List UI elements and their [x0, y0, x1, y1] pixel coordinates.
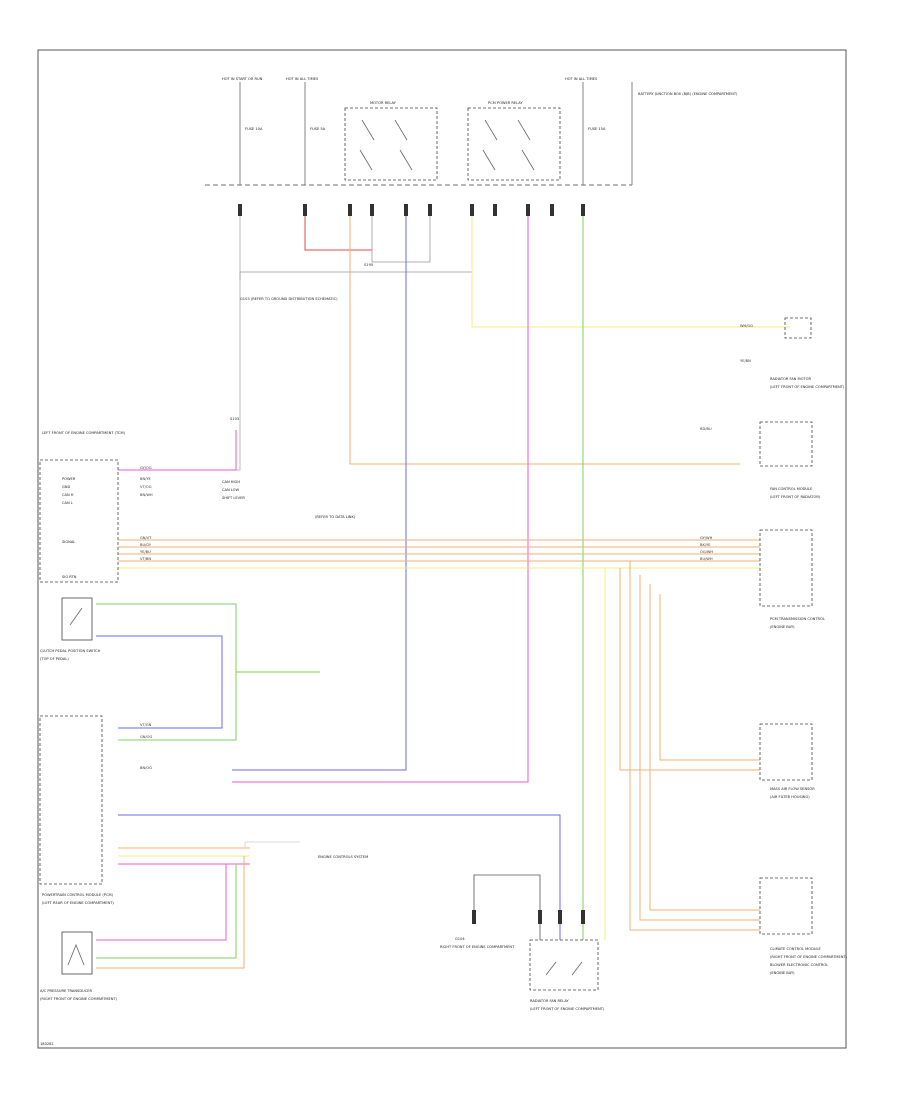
- right-components: RADIATOR FAN MOTOR (LEFT FRONT OF ENGINE…: [759, 317, 848, 975]
- motor-relay-box: [344, 107, 438, 181]
- wire-label-17: GN/OG: [140, 735, 153, 739]
- right-comp-4-name: MASS AIR FLOW SENSOR: [770, 787, 815, 791]
- wire-magenta: [232, 216, 529, 783]
- right-comp-5-loc: (RIGHT FRONT OF ENGINE COMPARTMENT): [770, 955, 848, 959]
- tcm-label: LEFT FRONT OF ENGINE COMPARTMENT (TCM): [42, 431, 126, 435]
- ground-note: G103 (REFER TO GROUND DISTRIBUTION SCHEM…: [240, 297, 338, 301]
- wire-label-3: VT/OG: [140, 485, 152, 489]
- wire-label-18: BN/OG: [140, 766, 152, 770]
- fan-relay-box: [529, 939, 599, 991]
- transducer-location: (RIGHT FRONT OF ENGINE COMPARTMENT): [40, 997, 118, 1001]
- hot-run-label: HOT IN ALL TIMES: [286, 77, 319, 81]
- wire-label-13: WH/OG: [740, 324, 753, 328]
- wire-label-8: VT/BN: [140, 557, 151, 561]
- right-comp-4-loc: (AIR FILTER HOUSING): [770, 795, 810, 799]
- pin-gnd: GND: [62, 485, 70, 489]
- diagram-frame: [37, 49, 847, 1049]
- bottom-components: G104 RIGHT FRONT OF ENGINE COMPARTMENT R…: [440, 910, 605, 1011]
- sensor-location: (TOP OF PEDAL): [40, 657, 69, 661]
- wire-label-5: GN/VT: [140, 536, 152, 540]
- tcm-box: [39, 459, 119, 583]
- pin-sig-rtn: SIG RTN: [62, 575, 77, 579]
- top-power-block: HOT IN START OR RUN HOT IN ALL TIMES HOT…: [205, 77, 738, 186]
- engine-controls-label: ENGINE CONTROLS SYSTEM: [318, 855, 368, 859]
- wire-label-6: BU/GY: [140, 543, 152, 547]
- fuse-1-label: FUSE 10A: [245, 127, 263, 131]
- fuse-2-label: FUSE 5A: [310, 127, 326, 131]
- wire-red-top: [304, 216, 372, 251]
- wire-yellow-top: [471, 216, 790, 328]
- sensor-name: CLUTCH PEDAL POSITION SWITCH: [40, 649, 101, 653]
- wire-labels: GY/OG BN/YE VT/OG BN/WH GN/VT BU/GY YE/B…: [140, 324, 753, 770]
- left-components: LEFT FRONT OF ENGINE COMPARTMENT (TCM) G…: [39, 263, 373, 1001]
- bjb-label: BATTERY JUNCTION BOX (BJB) (ENGINE COMPA…: [638, 92, 738, 96]
- relay-2-label: PCM POWER RELAY: [488, 101, 523, 105]
- shift-note: SHIFT LEVER: [222, 496, 245, 500]
- wire-label-12: BU/WH: [700, 557, 713, 561]
- relay-1-label: MOTOR RELAY: [370, 101, 397, 105]
- wire-blue: [232, 216, 407, 771]
- wire-label-4: BN/WH: [140, 493, 153, 497]
- fuse-3-label: FUSE 15A: [588, 127, 606, 131]
- wire-label-7: YE/BU: [140, 550, 151, 554]
- data-note: (REFER TO DATA LINK): [315, 515, 356, 519]
- wire-label-1: GY/OG: [140, 466, 152, 470]
- can-high-label: CAN HIGH: [222, 480, 240, 484]
- ecu-name: POWERTRAIN CONTROL MODULE (PCM): [42, 893, 114, 897]
- right-comp-6-loc: (ENGINE BAY): [770, 971, 795, 975]
- bottom-comp-2-loc: (LEFT FRONT OF ENGINE COMPARTMENT): [530, 1007, 605, 1011]
- wire-label-10: BK/YE: [700, 543, 711, 547]
- wire-label-2: BN/YE: [140, 477, 152, 481]
- wire-label-9: GY/WH: [700, 536, 713, 540]
- right-comp-6-name: BLOWER ELECTRONIC CONTROL: [770, 963, 828, 967]
- right-comp-2-loc: (LEFT FRONT OF RADIATOR): [770, 495, 821, 499]
- hot-at-all-label: HOT IN ALL TIMES: [565, 77, 598, 81]
- transducer-box: [61, 931, 93, 975]
- wire-gray-ground: [236, 216, 241, 471]
- can-low-label: CAN LOW: [222, 488, 240, 492]
- pin-power: POWER: [62, 477, 76, 481]
- right-comp-5-name: CLIMATE CONTROL MODULE: [770, 947, 821, 951]
- hot-start-label: HOT IN START OR RUN: [222, 77, 263, 81]
- pin-signal: SIGNAL: [62, 540, 75, 544]
- pin-can-l: CAN L: [62, 501, 73, 505]
- bottom-comp-1-loc: RIGHT FRONT OF ENGINE COMPARTMENT: [440, 945, 515, 949]
- right-comp-3-name: PCM TRANSMISSION CONTROL: [770, 617, 825, 621]
- wire-label-16: VT/GN: [140, 723, 152, 727]
- wire-label-14: YE/BN: [740, 359, 751, 363]
- splice-s1-label: S103: [230, 417, 239, 421]
- right-comp-3-loc: (ENGINE BAY): [770, 625, 795, 629]
- right-comp-1-name: RADIATOR FAN MOTOR: [770, 377, 811, 381]
- wire-harness: [96, 216, 790, 969]
- diagram-code: 180282: [40, 1042, 54, 1046]
- clutch-switch-box: [61, 597, 93, 641]
- pin-can-h: CAN H: [62, 493, 74, 497]
- right-comp-1-loc: (LEFT FRONT OF ENGINE COMPARTMENT): [770, 385, 845, 389]
- wire-label-15: RD/BU: [700, 427, 712, 431]
- pcm-relay-box: [467, 107, 561, 181]
- right-comp-2-name: FAN CONTROL MODULE: [770, 487, 813, 491]
- ecu-location: (LEFT REAR OF ENGINE COMPARTMENT): [42, 901, 114, 905]
- pcm-box: [39, 715, 103, 885]
- wire-label-11: OG/WH: [700, 550, 713, 554]
- splice-top-label: S195: [364, 263, 373, 267]
- wire-orange: [349, 216, 740, 465]
- top-connectors: [238, 204, 585, 216]
- bottom-comp-2-name: RADIATOR FAN RELAY: [530, 999, 570, 1003]
- bottom-comp-1-name: G104: [455, 937, 465, 941]
- transducer-name: A/C PRESSURE TRANSDUCER: [40, 989, 93, 993]
